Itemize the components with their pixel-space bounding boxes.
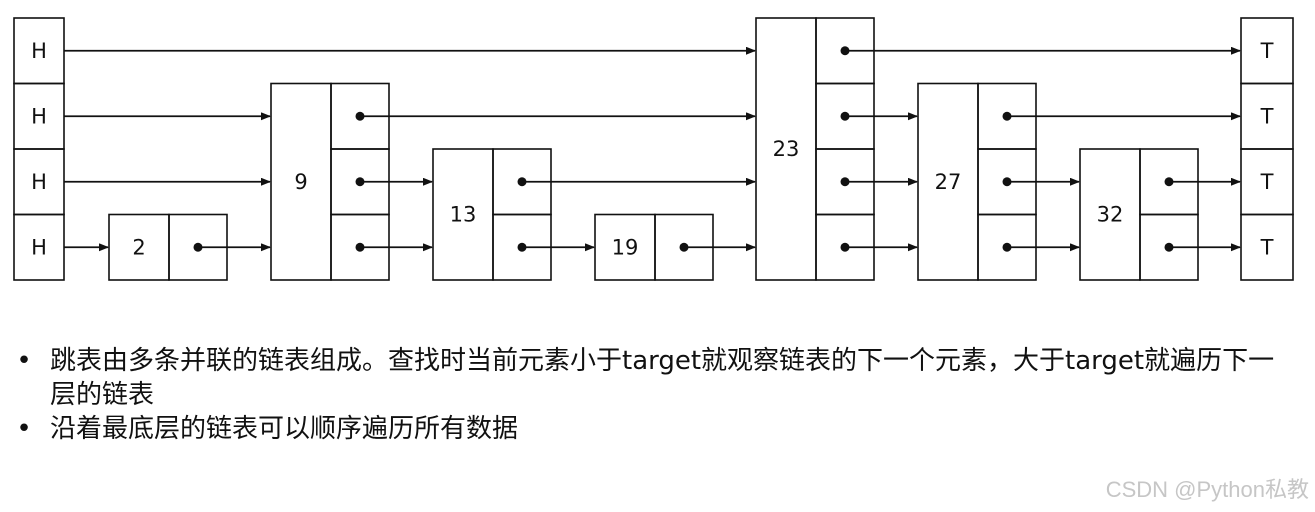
node-27-label: 27 bbox=[935, 170, 962, 194]
node-32-label: 32 bbox=[1097, 203, 1124, 227]
node-13-label: 13 bbox=[450, 203, 477, 227]
node-19-label: 19 bbox=[612, 235, 639, 259]
tail-label: T bbox=[1260, 235, 1274, 259]
bullet-text: 沿着最底层的链表可以顺序遍历所有数据 bbox=[50, 414, 519, 444]
head-label: H bbox=[31, 39, 47, 63]
tail-cell-level-3 bbox=[1240, 17, 1294, 85]
bullet-item-2: • 沿着最底层的链表可以顺序遍历所有数据 bbox=[14, 412, 1284, 446]
bullet-text: 跳表由多条并联的链表组成。查找时当前元素小于target就观察链表的下一个元素，… bbox=[50, 346, 1275, 410]
head-label: H bbox=[31, 104, 47, 128]
tail-label: T bbox=[1260, 170, 1274, 194]
bullet-marker: • bbox=[16, 414, 32, 444]
skip-list-diagram: H T H T H T H T 2 9 13 19 23 27 32 bbox=[13, 17, 1294, 281]
node-23-label: 23 bbox=[773, 137, 800, 161]
bullet-list: • 跳表由多条并联的链表组成。查找时当前元素小于target就观察链表的下一个元… bbox=[14, 344, 1284, 446]
bullet-item-1: • 跳表由多条并联的链表组成。查找时当前元素小于target就观察链表的下一个元… bbox=[14, 344, 1284, 412]
tail-label: T bbox=[1260, 39, 1274, 63]
head-label: H bbox=[31, 235, 47, 259]
bullet-marker: • bbox=[16, 346, 32, 376]
node-2-label: 2 bbox=[132, 235, 145, 259]
node-9-label: 9 bbox=[294, 170, 307, 194]
watermark: CSDN @Python私教 bbox=[1105, 477, 1309, 502]
tail-label: T bbox=[1260, 104, 1274, 128]
head-label: H bbox=[31, 170, 47, 194]
